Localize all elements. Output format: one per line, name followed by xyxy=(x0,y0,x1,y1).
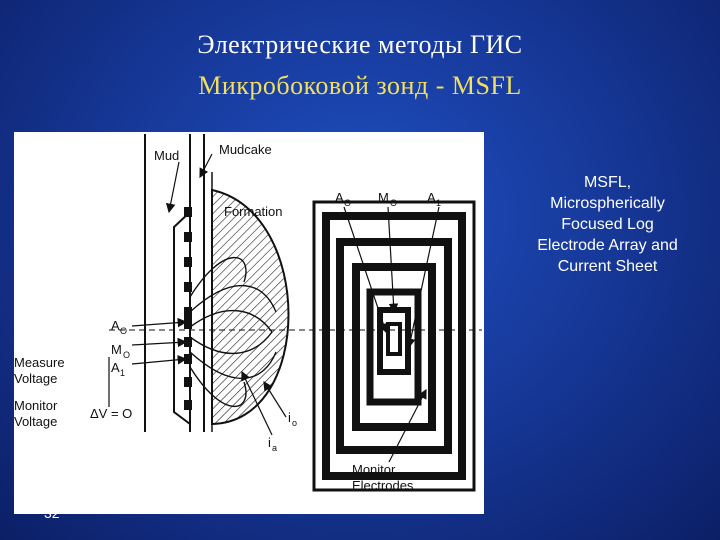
a0-left-label: A xyxy=(111,318,120,333)
a0-left-sub: O xyxy=(120,326,127,336)
mudcake-label: Mudcake xyxy=(219,142,272,157)
io-sub: o xyxy=(292,418,297,428)
delta-v-label: ΔV = O xyxy=(90,406,132,421)
ia-label: i xyxy=(268,435,271,450)
leader-lines xyxy=(108,153,440,463)
caption-line: Microspherically xyxy=(550,195,665,212)
measure-voltage-line1: Measure xyxy=(14,355,65,370)
slide-number: 32 xyxy=(44,505,60,521)
ia-sub: a xyxy=(272,443,277,453)
pad-electrodes xyxy=(184,207,192,410)
slide-subtitle: Микробоковой зонд - MSFL xyxy=(198,71,522,100)
a1-top-label: A xyxy=(427,190,436,205)
a0-top-label: A xyxy=(335,190,344,205)
formation-label: Formation xyxy=(224,204,283,219)
caption-line: MSFL, xyxy=(583,174,632,191)
monitor-voltage-line2: Voltage xyxy=(14,414,57,429)
a1-top-sub: 1 xyxy=(436,198,441,208)
msfl-diagram: Mud Mudcake Formation A O M O A 1 Measur… xyxy=(14,132,484,514)
slide-title: Электрические методы ГИС xyxy=(197,30,523,59)
caption-line: Focused Log xyxy=(561,216,654,233)
caption-line: Electrode Array and xyxy=(537,237,678,254)
figure-caption: MSFL, Microspherically Focused Log Elect… xyxy=(505,172,710,277)
mud-label: Mud xyxy=(154,148,179,163)
caption-line: Current Sheet xyxy=(557,258,658,275)
measure-voltage-line2: Voltage xyxy=(14,371,57,386)
monitor-electrodes-line2: Electrodes xyxy=(352,478,414,493)
a0-top-sub: O xyxy=(344,198,351,208)
borehole-walls xyxy=(144,134,213,432)
electrode-array-squares xyxy=(312,200,476,492)
m0-top-sub: O xyxy=(390,198,397,208)
a1-left-label: A xyxy=(111,360,120,375)
a1-left-sub: 1 xyxy=(120,368,125,378)
io-label: i xyxy=(288,410,291,425)
msfl-electrode-diagram-icon: Mud Mudcake Formation A O M O A 1 Measur… xyxy=(14,134,482,493)
m0-left-label: M xyxy=(111,342,122,357)
m0-top-label: M xyxy=(378,190,389,205)
m0-left-sub: O xyxy=(123,350,130,360)
monitor-voltage-line1: Monitor xyxy=(14,398,58,413)
monitor-electrodes-line1: Monitor xyxy=(352,462,396,477)
